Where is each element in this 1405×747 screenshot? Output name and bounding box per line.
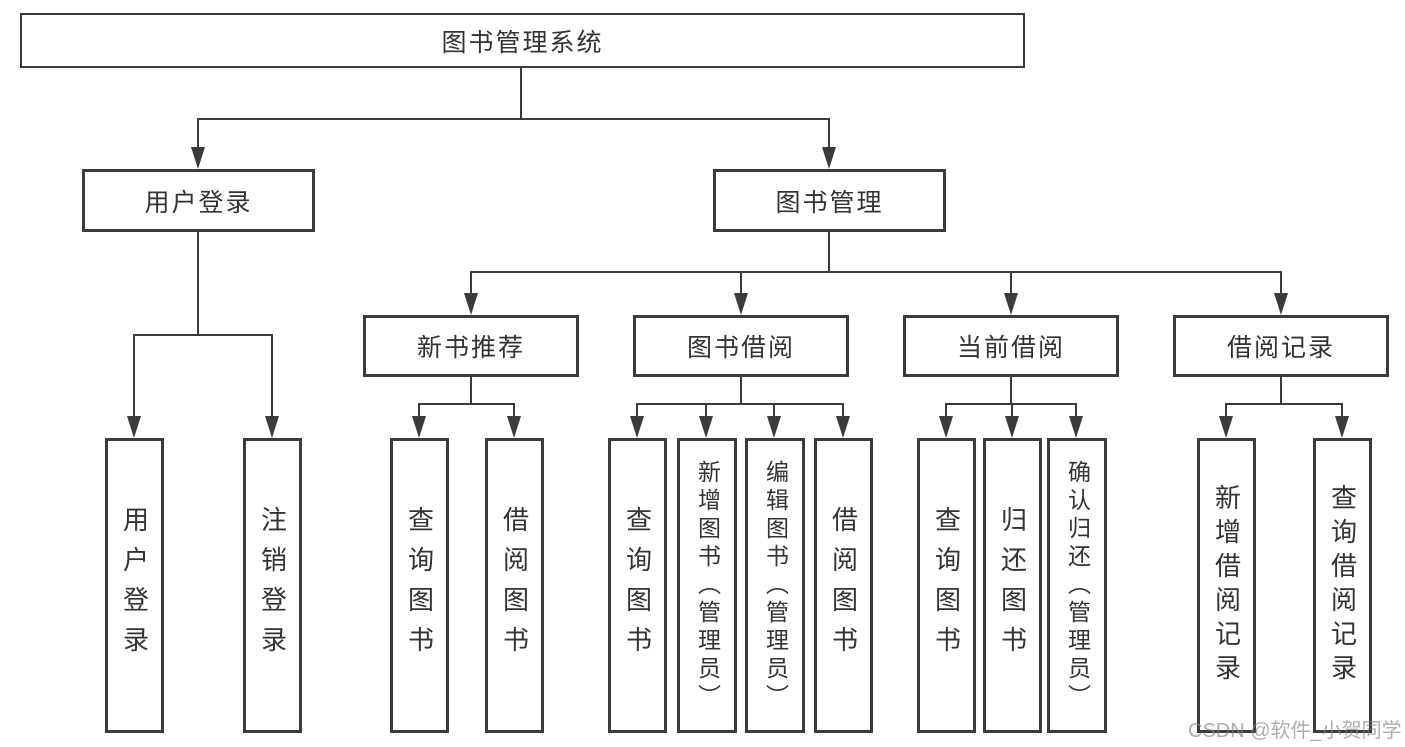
leaf-borrow-query: 查询图书 bbox=[608, 438, 667, 733]
node-book-borrow-label: 图书借阅 bbox=[686, 334, 795, 362]
connector-line bbox=[1010, 271, 1012, 295]
arrow-down-icon bbox=[1335, 416, 1349, 438]
arrow-down-icon bbox=[464, 293, 478, 315]
node-root: 图书管理系统 bbox=[20, 13, 1025, 68]
connector-line bbox=[1280, 271, 1282, 295]
leaf-borrow-edit-admin: 编辑图书（管理员） bbox=[745, 438, 805, 733]
connector-line bbox=[740, 377, 742, 405]
leaf-records-add: 新增借阅记录 bbox=[1197, 438, 1256, 733]
leaf-borrow-book: 借阅图书 bbox=[814, 438, 873, 733]
connector-line bbox=[842, 403, 844, 418]
leaf-borrow-add-admin-label: 新增图书（管理员） bbox=[694, 459, 721, 712]
leaf-current-confirm-admin-label: 确认归还（管理员） bbox=[1064, 459, 1091, 712]
connector-line bbox=[705, 403, 707, 418]
node-new-book-recommend-label: 新书推荐 bbox=[416, 334, 525, 362]
leaf-borrow-query-label: 查询图书 bbox=[622, 505, 653, 666]
node-current-borrow-label: 当前借阅 bbox=[956, 334, 1065, 362]
node-current-borrow: 当前借阅 bbox=[903, 315, 1119, 377]
leaf-borrow-add-admin: 新增图书（管理员） bbox=[677, 438, 737, 733]
node-book-management-label: 图书管理 bbox=[775, 188, 884, 217]
arrow-down-icon bbox=[1069, 416, 1083, 438]
connector-line bbox=[1075, 403, 1077, 418]
arrow-down-icon bbox=[507, 416, 521, 438]
leaf-logout: 注销登录 bbox=[243, 438, 302, 733]
connector-line bbox=[271, 334, 273, 418]
arrow-down-icon bbox=[1219, 416, 1233, 438]
leaf-borrow-book-label: 借阅图书 bbox=[828, 505, 859, 666]
connector-line bbox=[828, 118, 830, 149]
connector-line bbox=[418, 403, 420, 418]
connector-line bbox=[1341, 403, 1343, 418]
arrow-down-icon bbox=[822, 147, 836, 169]
arrow-down-icon bbox=[265, 416, 279, 438]
node-root-label: 图书管理系统 bbox=[441, 28, 604, 57]
leaf-borrow-edit-admin-label: 编辑图书（管理员） bbox=[762, 459, 789, 712]
leaf-user-login-label: 用户登录 bbox=[119, 505, 150, 666]
leaf-current-confirm-admin: 确认归还（管理员） bbox=[1047, 438, 1107, 733]
leaf-records-query: 查询借阅记录 bbox=[1313, 438, 1372, 733]
connector-line bbox=[1225, 403, 1343, 405]
connector-line bbox=[740, 271, 742, 295]
leaf-current-query-label: 查询图书 bbox=[931, 505, 962, 666]
arrow-down-icon bbox=[191, 147, 205, 169]
watermark: CSDN @软件_小贺同学 bbox=[1188, 720, 1402, 742]
connector-line bbox=[197, 118, 830, 120]
leaf-user-login: 用户登录 bbox=[105, 438, 164, 733]
arrow-down-icon bbox=[699, 416, 713, 438]
connector-line bbox=[636, 403, 844, 405]
node-book-management: 图书管理 bbox=[713, 169, 946, 232]
node-user-login: 用户登录 bbox=[82, 169, 315, 232]
node-book-borrow: 图书借阅 bbox=[633, 315, 849, 377]
connector-line bbox=[1010, 377, 1012, 405]
arrow-down-icon bbox=[939, 416, 953, 438]
arrow-down-icon bbox=[734, 293, 748, 315]
connector-line bbox=[470, 377, 472, 405]
arrow-down-icon bbox=[1274, 293, 1288, 315]
arrow-down-icon bbox=[767, 416, 781, 438]
arrow-down-icon bbox=[1004, 293, 1018, 315]
arrow-down-icon bbox=[412, 416, 426, 438]
arrow-down-icon bbox=[127, 416, 141, 438]
node-borrow-records-label: 借阅记录 bbox=[1226, 334, 1335, 362]
connector-line bbox=[520, 68, 522, 119]
leaf-newbooks-query: 查询图书 bbox=[390, 438, 449, 733]
leaf-records-query-label: 查询借阅记录 bbox=[1327, 483, 1358, 688]
connector-line bbox=[133, 334, 273, 336]
leaf-records-add-label: 新增借阅记录 bbox=[1211, 483, 1242, 688]
leaf-newbooks-query-label: 查询图书 bbox=[404, 505, 435, 666]
leaf-current-return: 归还图书 bbox=[983, 438, 1042, 733]
connector-line bbox=[636, 403, 638, 418]
connector-line bbox=[773, 403, 775, 418]
connector-line bbox=[1225, 403, 1227, 418]
connector-line bbox=[197, 118, 199, 149]
node-user-login-label: 用户登录 bbox=[144, 188, 253, 217]
arrow-down-icon bbox=[836, 416, 850, 438]
node-new-book-recommend: 新书推荐 bbox=[363, 315, 579, 377]
connector-line bbox=[133, 334, 135, 418]
leaf-logout-label: 注销登录 bbox=[257, 505, 288, 666]
leaf-newbooks-borrow: 借阅图书 bbox=[485, 438, 544, 733]
connector-line bbox=[470, 271, 472, 295]
connector-line bbox=[513, 403, 515, 418]
leaf-newbooks-borrow-label: 借阅图书 bbox=[499, 505, 530, 666]
leaf-current-return-label: 归还图书 bbox=[997, 505, 1028, 666]
connector-line bbox=[945, 403, 947, 418]
connector-line bbox=[828, 232, 830, 273]
connector-line bbox=[1280, 377, 1282, 405]
arrow-down-icon bbox=[1005, 416, 1019, 438]
node-borrow-records: 借阅记录 bbox=[1173, 315, 1389, 377]
arrow-down-icon bbox=[630, 416, 644, 438]
connector-line bbox=[470, 271, 1282, 273]
connector-line bbox=[1011, 403, 1013, 418]
connector-line bbox=[197, 232, 199, 336]
leaf-current-query: 查询图书 bbox=[917, 438, 976, 733]
connector-line bbox=[418, 403, 515, 405]
